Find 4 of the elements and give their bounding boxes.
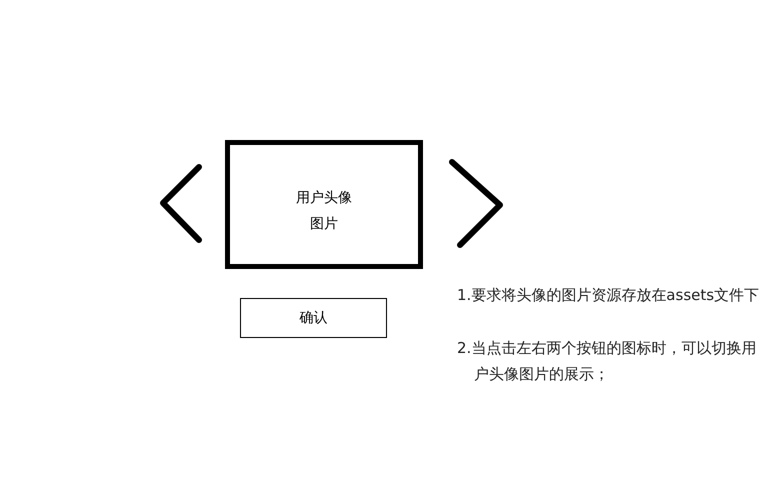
image-placeholder-box: 用户头像图片 xyxy=(225,140,423,269)
note-text: 2.当点击左右两个按钮的图标时，可以切换用户头像图片的展示； xyxy=(457,338,757,385)
confirm-button: 确认 xyxy=(240,298,387,338)
note-text: 1.要求将头像的图片资源存放在assets文件下 xyxy=(457,285,760,306)
